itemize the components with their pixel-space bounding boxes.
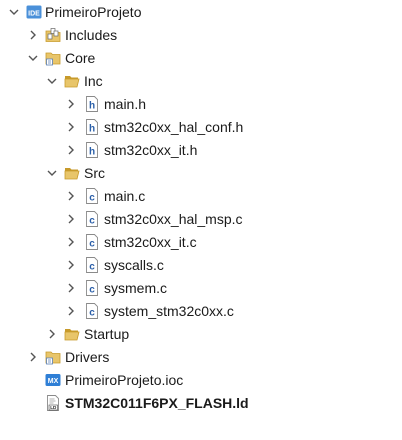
tree-row-startup[interactable]: Startup	[0, 323, 402, 346]
folder-open-icon	[64, 73, 80, 89]
chevron-right-icon[interactable]	[65, 282, 77, 294]
mx-file-icon: MX	[45, 372, 61, 388]
chevron-right-icon[interactable]	[27, 351, 39, 363]
tree-label: Includes	[65, 27, 118, 43]
svg-text:LD: LD	[50, 405, 57, 410]
svg-text:c: c	[89, 262, 95, 273]
chevron-down-icon[interactable]	[27, 52, 39, 64]
tree-label-project-root: PrimeiroProjeto	[45, 4, 142, 20]
tree-row-hal-conf-h[interactable]: h stm32c0xx_hal_conf.h	[0, 116, 402, 139]
chevron-right-icon[interactable]	[65, 236, 77, 248]
c-file-icon: c	[84, 303, 100, 319]
tree-row-main-h[interactable]: h main.h	[0, 93, 402, 116]
tree-label: Drivers	[65, 349, 110, 365]
tree-row-core[interactable]: Core	[0, 47, 402, 70]
svg-text:IDE: IDE	[28, 11, 40, 18]
ide-project-icon: IDE	[26, 4, 42, 20]
svg-text:c: c	[89, 285, 95, 296]
tree-label: Inc	[84, 73, 103, 89]
tree-row-it-h[interactable]: h stm32c0xx_it.h	[0, 139, 402, 162]
c-file-icon: c	[84, 234, 100, 250]
tree-label: stm32c0xx_it.h	[104, 142, 198, 158]
tree-row-main-c[interactable]: c main.c	[0, 185, 402, 208]
tree-row-system-c[interactable]: c system_stm32c0xx.c	[0, 300, 402, 323]
c-file-icon: c	[84, 257, 100, 273]
svg-text:c: c	[89, 308, 95, 319]
svg-text:h: h	[89, 147, 95, 158]
chevron-right-icon[interactable]	[27, 29, 39, 41]
linker-script-icon: LD	[45, 395, 61, 411]
folder-icon	[64, 326, 80, 342]
chevron-right-icon[interactable]	[46, 328, 58, 340]
tree-label: main.h	[104, 96, 147, 112]
tree-label: main.c	[104, 188, 146, 204]
header-file-icon: h	[84, 142, 100, 158]
header-file-icon: h	[84, 96, 100, 112]
folder-open-icon	[64, 165, 80, 181]
chevron-right-icon[interactable]	[65, 144, 77, 156]
header-file-icon: h	[84, 119, 100, 135]
chevron-right-icon[interactable]	[65, 305, 77, 317]
tree-row-project-root[interactable]: IDE PrimeiroProjeto	[0, 1, 402, 24]
source-folder-icon	[45, 349, 61, 365]
tree-label: stm32c0xx_hal_msp.c	[104, 211, 243, 227]
svg-text:c: c	[89, 193, 95, 204]
tree-label: syscalls.c	[104, 257, 164, 273]
tree-label: Core	[65, 50, 96, 66]
tree-row-linker-script[interactable]: LD STM32C011F6PX_FLASH.ld	[0, 392, 402, 415]
c-file-icon: c	[84, 188, 100, 204]
chevron-down-icon[interactable]	[46, 167, 58, 179]
tree-row-syscalls-c[interactable]: c syscalls.c	[0, 254, 402, 277]
chevron-down-icon[interactable]	[46, 75, 58, 87]
includes-icon	[45, 27, 61, 43]
svg-text:c: c	[89, 216, 95, 227]
tree-row-drivers[interactable]: Drivers	[0, 346, 402, 369]
tree-row-includes[interactable]: Includes	[0, 24, 402, 47]
tree-label: sysmem.c	[104, 280, 167, 296]
svg-text:h: h	[89, 101, 95, 112]
tree-label: PrimeiroProjeto.ioc	[65, 372, 184, 388]
svg-text:MX: MX	[48, 378, 59, 385]
chevron-right-icon[interactable]	[65, 121, 77, 133]
c-file-icon: c	[84, 211, 100, 227]
tree-label: stm32c0xx_hal_conf.h	[104, 119, 244, 135]
tree-label: Src	[84, 165, 105, 181]
chevron-right-icon[interactable]	[65, 213, 77, 225]
svg-text:h: h	[89, 124, 95, 135]
tree-label: Startup	[84, 326, 130, 342]
tree-row-hal-msp-c[interactable]: c stm32c0xx_hal_msp.c	[0, 208, 402, 231]
tree-label: system_stm32c0xx.c	[104, 303, 234, 319]
chevron-right-icon[interactable]	[65, 190, 77, 202]
tree-row-src[interactable]: Src	[0, 162, 402, 185]
tree-row-sysmem-c[interactable]: c sysmem.c	[0, 277, 402, 300]
tree-row-inc[interactable]: Inc	[0, 70, 402, 93]
source-folder-icon	[45, 50, 61, 66]
chevron-right-icon[interactable]	[65, 259, 77, 271]
tree-row-ioc[interactable]: MX PrimeiroProjeto.ioc	[0, 369, 402, 392]
tree-label: STM32C011F6PX_FLASH.ld	[65, 395, 249, 411]
chevron-down-icon[interactable]	[8, 6, 20, 18]
svg-text:c: c	[89, 239, 95, 250]
tree-row-it-c[interactable]: c stm32c0xx_it.c	[0, 231, 402, 254]
tree-label: stm32c0xx_it.c	[104, 234, 197, 250]
chevron-right-icon[interactable]	[65, 98, 77, 110]
c-file-icon: c	[84, 280, 100, 296]
